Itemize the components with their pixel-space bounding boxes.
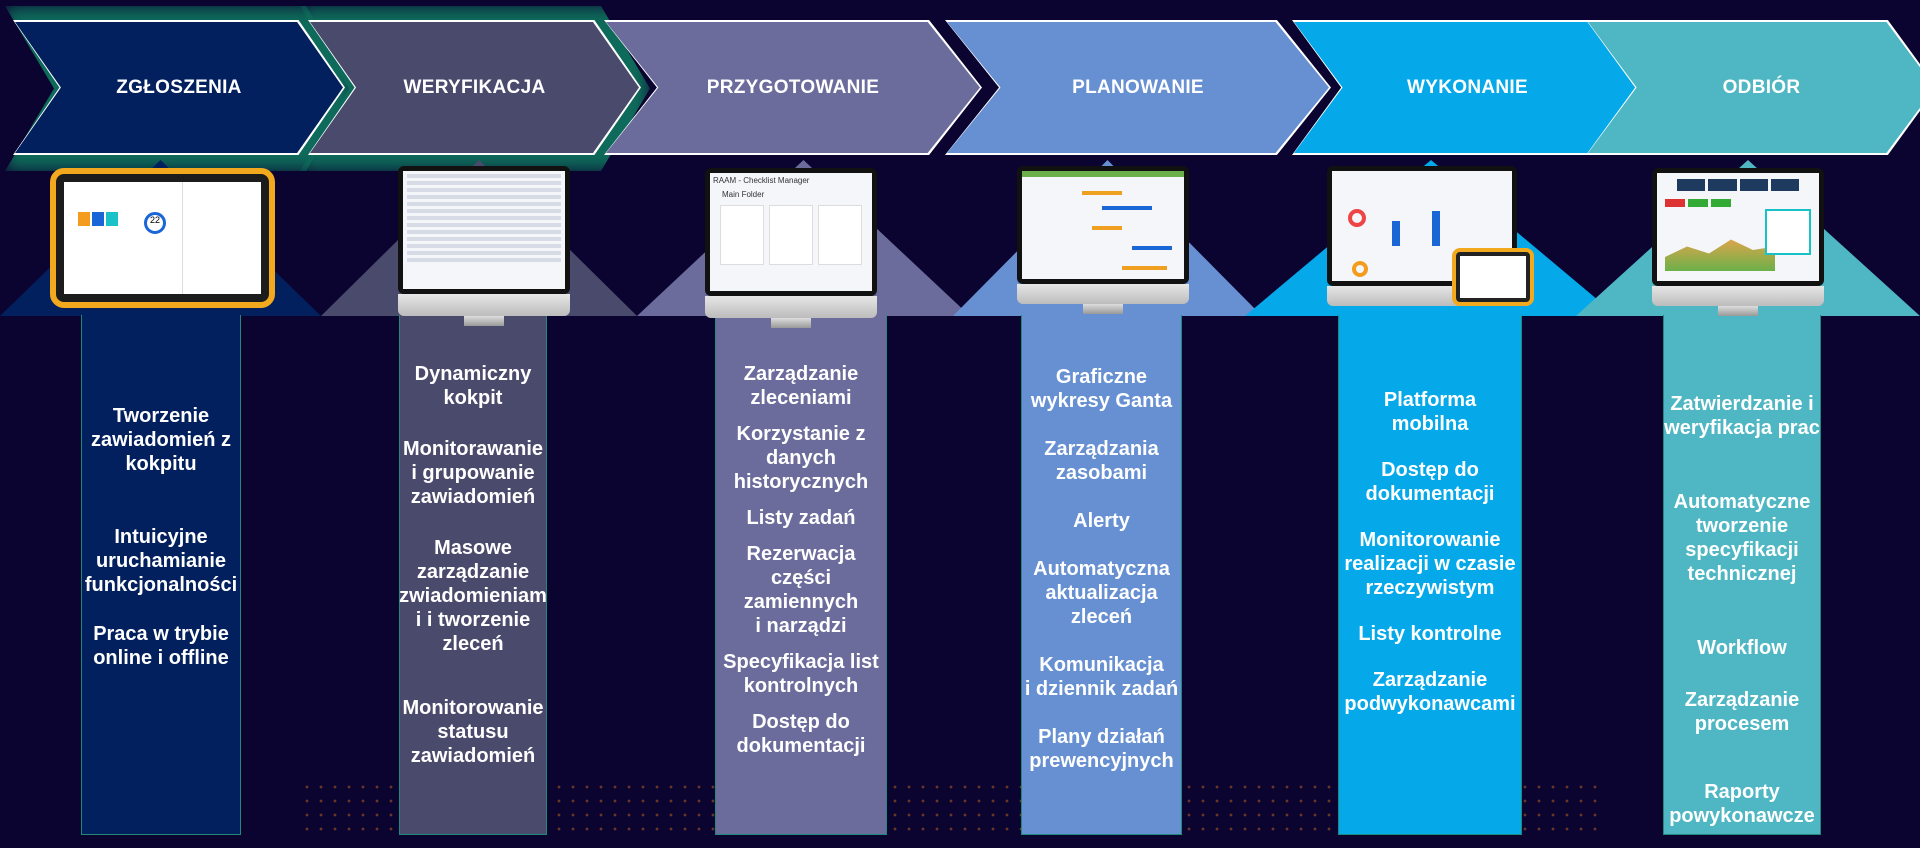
gantt-bar: [1092, 226, 1122, 230]
monitor-chin: [398, 294, 570, 316]
feature-item: Dostęp do dokumentacji: [1365, 459, 1495, 505]
donut-chart-icon: [1352, 261, 1368, 277]
monitor-odbior: [1652, 168, 1824, 286]
tablet-device: 22: [50, 168, 275, 308]
pie-chart-panel: [1765, 209, 1811, 255]
monitor-przygotowanie: RAAM - Checklist Manager Main Folder: [705, 168, 877, 296]
monitor-chin: [705, 296, 877, 318]
feature-item: Zarządzanie podwykonawcami: [1344, 669, 1516, 715]
chart-bar: [1432, 211, 1440, 246]
chart-bar: [1392, 221, 1400, 246]
feature-item: Masowe zarządzanie zwiadomieniam i i two…: [399, 537, 547, 655]
monitor-stand: [1083, 304, 1123, 314]
gantt-bar: [1102, 206, 1152, 210]
stage-chevron: PRZYGOTOWANIE: [606, 22, 980, 153]
stage-column: [81, 315, 241, 835]
feature-item: Listy kontrolne: [1358, 623, 1502, 645]
gantt-bar: [1082, 191, 1122, 195]
monitor-planowanie: [1017, 166, 1189, 284]
feature-item: Dostęp do dokumentacji: [736, 711, 866, 757]
monitor-chin: [1652, 286, 1824, 306]
feature-item: Monitorowanie statusu zawiadomień: [402, 697, 544, 767]
feature-item: Korzystanie z danych historycznych: [733, 423, 869, 493]
feature-item: Komunikacja i dziennik zadań: [1024, 654, 1179, 700]
summary-tile: [92, 212, 104, 226]
feature-item: Dynamiczny kokpit: [414, 363, 532, 409]
stage-title: ODBIÓR: [1722, 76, 1801, 98]
divider: [182, 182, 183, 294]
feature-item: Automatyczna aktualizacja zleceń: [1033, 558, 1170, 628]
feature-item: Zarządzanie zleceniami: [743, 363, 859, 409]
tablet-screen: 22: [64, 182, 261, 294]
monitor-stand: [771, 318, 811, 328]
folder-title: Main Folder: [722, 190, 765, 199]
checklist-title: RAAM - Checklist Manager: [713, 176, 810, 185]
stage-column: [1663, 315, 1821, 835]
stage-chevron: WYKONANIE: [1294, 22, 1641, 153]
stage-column: [715, 315, 887, 835]
stage-title: PRZYGOTOWANIE: [706, 76, 880, 98]
feature-item: Monitorowanie realizacji w czasie rzeczy…: [1344, 529, 1516, 599]
feature-item: Rezerwacja części zamiennych i narządzi: [743, 543, 859, 637]
feature-item: Platforma mobilna: [1383, 389, 1477, 435]
feature-item: Listy zadań: [746, 507, 856, 529]
stage-title: PLANOWANIE: [1072, 76, 1204, 98]
area-chart-icon: [1665, 239, 1775, 271]
feature-item: Raporty powykonawcze: [1669, 781, 1815, 827]
monitor-weryfikacja: [398, 166, 570, 294]
monitor-stand: [1718, 306, 1758, 316]
feature-item: Zatwierdzanie i weryfikacja prac: [1664, 393, 1820, 439]
feature-item: Intuicyjne uruchamianie funkcjonalności: [84, 526, 238, 596]
stage-column: [399, 315, 547, 835]
feature-item: Tworzenie zawiadomień z kokpitu: [90, 405, 232, 475]
feature-item: Graficzne wykresy Ganta: [1030, 366, 1173, 412]
stage-chevron: WERYFIKACJA: [310, 22, 639, 153]
folder-card: [818, 205, 862, 265]
summary-tile: [106, 212, 118, 226]
feature-item: Specyfikacja list kontrolnych: [723, 651, 879, 697]
dashboard-screen: [1332, 171, 1512, 281]
tablet-device-small: [1452, 248, 1534, 306]
donut-chart-icon: [1348, 209, 1366, 227]
feature-item: Praca w trybie online i offline: [93, 623, 229, 669]
feature-item: Automatyczne tworzenie specyfikacji tech…: [1673, 491, 1811, 585]
monitor-screen: RAAM - Checklist Manager Main Folder: [710, 173, 872, 291]
stage-chevron: PLANOWANIE: [947, 22, 1329, 153]
monitor-wykonanie: [1327, 166, 1517, 286]
feature-item: Monitorawanie i grupowanie zawiadomień: [402, 438, 543, 508]
stage-chevron: ODBIÓR: [1588, 22, 1920, 153]
stage-title: WYKONANIE: [1407, 76, 1528, 98]
feature-item: Workflow: [1697, 637, 1787, 659]
kpi-gauge: 22: [144, 212, 166, 234]
feature-item: Zarządzania zasobami: [1044, 438, 1159, 484]
folder-card: [720, 205, 764, 265]
feature-item: Alerty: [1073, 510, 1130, 532]
stage-title: ZGŁOSZENIA: [116, 76, 242, 98]
monitor-stand: [464, 316, 504, 326]
summary-tile: [78, 212, 90, 226]
gantt-bar: [1122, 266, 1167, 270]
feature-item: Plany działań prewencyjnych: [1029, 726, 1174, 772]
monitor-chin: [1017, 284, 1189, 304]
report-screen: [1657, 173, 1819, 281]
stage-column: [1021, 315, 1182, 835]
tablet-screen: [1460, 256, 1526, 298]
stage-column: [1338, 315, 1522, 835]
gantt-bar: [1132, 246, 1172, 250]
feature-item: Zarządzanie procesem: [1684, 689, 1800, 735]
gantt-screen: [1022, 171, 1184, 279]
stage-chevron: ZGŁOSZENIA: [15, 22, 343, 153]
stage-title: WERYFIKACJA: [403, 76, 546, 98]
monitor-screen: [403, 171, 565, 289]
folder-card: [769, 205, 813, 265]
